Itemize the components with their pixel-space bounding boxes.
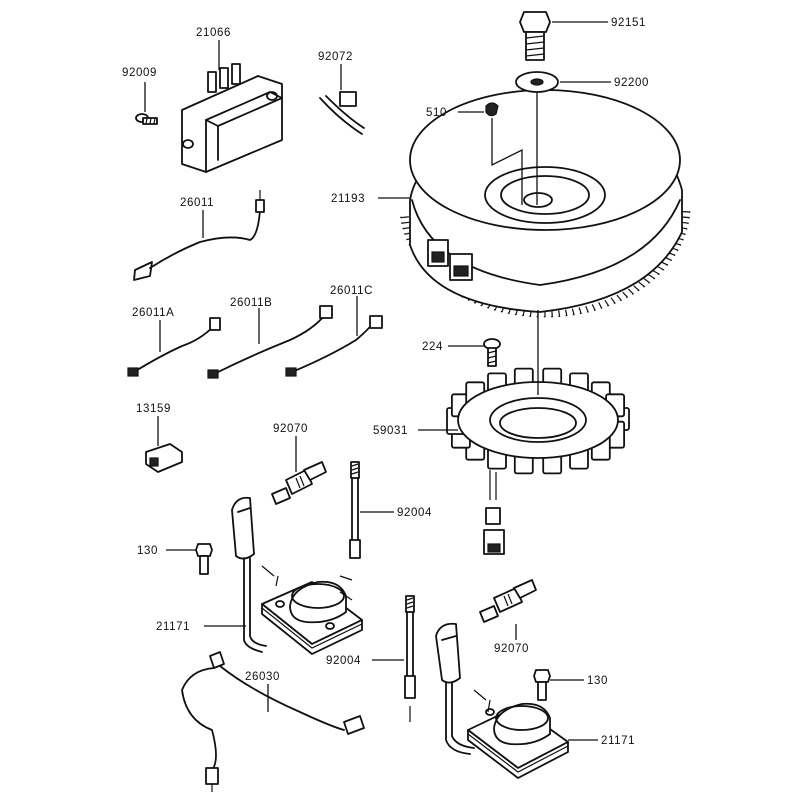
gear-tooth xyxy=(578,307,582,315)
label-224: 224 xyxy=(422,341,443,353)
gear-tooth xyxy=(627,288,635,295)
key-510 xyxy=(485,102,499,117)
lead-wire-26011C xyxy=(285,315,383,377)
part-callouts: 92151 92200 510 21193 21066 92009 92072 … xyxy=(122,17,649,747)
ignition-coil-21171-right xyxy=(435,622,569,779)
gear-tooth xyxy=(585,305,589,313)
label-92070-top: 92070 xyxy=(273,423,308,435)
gear-tooth xyxy=(622,291,629,299)
label-92200: 92200 xyxy=(614,77,649,89)
gear-tooth xyxy=(643,277,651,284)
gear-tooth xyxy=(551,310,553,318)
gear-tooth xyxy=(591,304,596,311)
bolt-130-left xyxy=(195,543,213,575)
connector-13159 xyxy=(145,443,183,473)
lead-wire-26011B xyxy=(207,305,333,379)
gear-tooth xyxy=(401,221,410,224)
screw-92009 xyxy=(135,113,158,125)
spark-plug-92070-top xyxy=(271,461,327,505)
lead-wire-26030 xyxy=(181,651,365,792)
label-130-right: 130 xyxy=(587,675,608,687)
label-21171-left: 21171 xyxy=(156,621,190,633)
gear-tooth xyxy=(610,297,616,304)
ignition-coil-21171-left xyxy=(231,496,363,655)
label-26011A: 26011A xyxy=(132,307,174,319)
label-26011: 26011 xyxy=(180,197,214,209)
gear-tooth xyxy=(402,226,412,230)
gear-tooth xyxy=(633,285,640,292)
bolt-130-right xyxy=(533,669,551,701)
gear-tooth xyxy=(647,273,656,280)
stud-92004-right xyxy=(349,461,361,559)
gear-tooth xyxy=(571,308,575,316)
label-510: 510 xyxy=(426,107,447,119)
gear-tooth xyxy=(543,310,546,318)
gear-tooth xyxy=(400,216,409,219)
label-26011B: 26011B xyxy=(230,297,272,309)
washer-92200 xyxy=(515,71,559,93)
stud-92004-left xyxy=(404,595,416,699)
regulator-21066 xyxy=(181,63,283,173)
gear-tooth xyxy=(681,211,691,213)
label-130-left: 130 xyxy=(137,545,158,557)
label-59031: 59031 xyxy=(373,425,408,437)
gear-tooth xyxy=(656,265,665,271)
flywheel-21193 xyxy=(400,89,691,318)
lead-wire-26011A xyxy=(127,317,221,377)
band-clamp-92072 xyxy=(319,91,365,135)
label-92009: 92009 xyxy=(122,67,157,79)
spark-plug-92070-bottom xyxy=(479,579,537,623)
label-92004-right: 92004 xyxy=(397,507,432,519)
gear-tooth xyxy=(521,309,525,317)
label-26030: 26030 xyxy=(245,671,280,683)
gear-tooth xyxy=(616,294,623,302)
label-21066: 21066 xyxy=(196,27,231,39)
gear-tooth xyxy=(681,216,690,219)
label-26011C: 26011C xyxy=(330,285,373,297)
label-13159: 13159 xyxy=(136,403,171,415)
gear-tooth xyxy=(565,309,568,317)
gear-tooth xyxy=(660,261,669,267)
gear-tooth xyxy=(604,299,610,307)
flywheel-bolt-92151 xyxy=(519,11,551,61)
stator-59031 xyxy=(446,367,630,555)
label-92151: 92151 xyxy=(611,17,646,29)
bolt-224 xyxy=(483,338,501,367)
lead-wire-26011 xyxy=(133,190,265,281)
gear-tooth xyxy=(558,310,561,317)
label-21193: 21193 xyxy=(331,193,365,205)
gear-tooth xyxy=(663,256,673,262)
gear-tooth xyxy=(529,310,532,317)
gear-tooth xyxy=(598,302,603,309)
label-92070-bottom: 92070 xyxy=(494,643,529,655)
label-92072: 92072 xyxy=(318,51,353,63)
gear-tooth xyxy=(638,281,646,288)
label-21171-right: 21171 xyxy=(601,735,635,747)
label-92004-left: 92004 xyxy=(326,655,361,667)
gear-tooth xyxy=(652,269,660,276)
